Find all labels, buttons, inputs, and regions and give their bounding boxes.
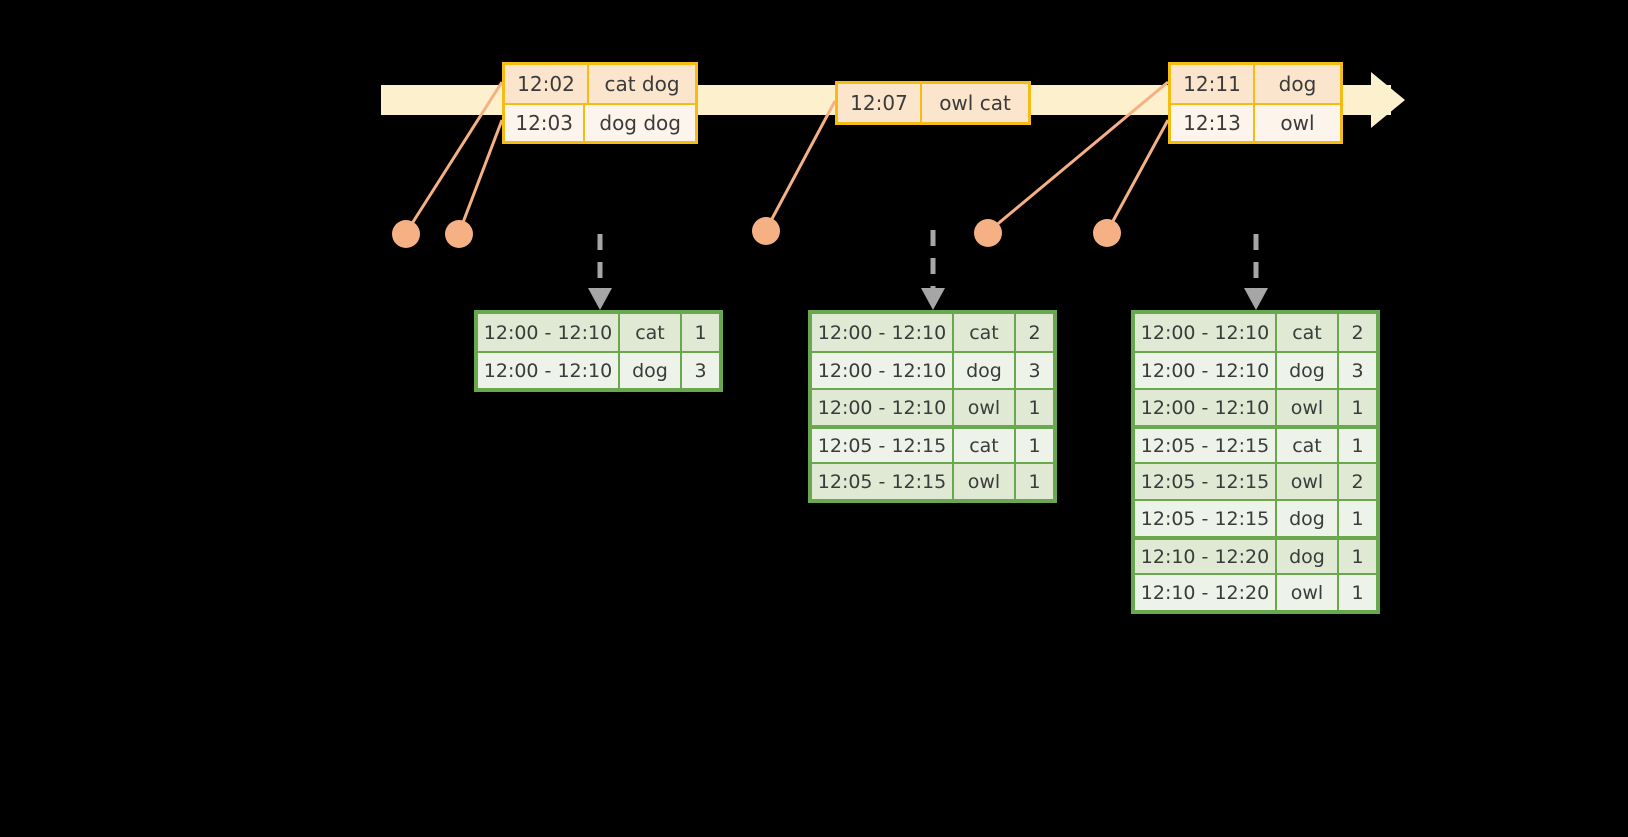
event-words: cat dog [604,72,680,96]
window-cell: 12:05 - 12:15 [1135,464,1277,499]
event-words: dog dog [599,111,681,135]
count-cell: 1 [1351,434,1364,457]
count-cell: 1 [1028,396,1041,419]
event-time: 12:13 [1171,105,1255,141]
connector-line [457,119,504,234]
event-row: 12:07 owl cat [838,84,1028,122]
word-cell: dog [620,353,682,388]
event-words: owl [1280,111,1315,135]
connector-dot [392,220,420,248]
dashed-arrow-head-icon [921,288,945,310]
event-box-3[interactable]: 12:11 dog 12:13 owl [1168,62,1343,144]
count-cell: 1 [1028,434,1041,457]
window-cell: 12:00 - 12:10 [812,390,954,425]
word-cell: cat [1277,429,1339,462]
connector-line [764,100,837,231]
count-cell: 3 [1028,359,1041,382]
window-cell: 12:10 - 12:20 [1135,575,1277,610]
event-words: dog [1278,72,1317,96]
event-time: 12:02 [505,65,589,103]
connector-dot [445,220,473,248]
word-cell: cat [1277,314,1339,351]
word-cell: dog [1277,540,1339,573]
word-cell: dog [954,353,1016,388]
count-cell: 1 [694,321,707,344]
event-time: 12:11 [1171,65,1255,103]
word-cell: cat [954,429,1016,462]
count-cell: 2 [1351,470,1364,493]
count-cell: 1 [1351,581,1364,604]
window-cell: 12:05 - 12:15 [812,464,954,499]
connector-dot [752,217,780,245]
window-cell: 12:00 - 12:10 [1135,353,1277,388]
connector-line [1105,119,1170,233]
window-cell: 12:00 - 12:10 [1135,390,1277,425]
event-row: 12:02 cat dog [505,65,695,103]
word-cell: owl [1277,390,1339,425]
word-cell: owl [954,464,1016,499]
window-cell: 12:10 - 12:20 [1135,540,1277,573]
count-cell: 3 [1351,359,1364,382]
event-box-2[interactable]: 12:07 owl cat [835,81,1031,125]
word-cell: dog [1277,353,1339,388]
event-time: 12:07 [838,84,922,122]
window-cell: 12:05 - 12:15 [1135,501,1277,536]
count-cell: 1 [1351,396,1364,419]
connector-dot [1093,219,1121,247]
connector-dot [974,219,1002,247]
window-cell: 12:05 - 12:15 [812,429,954,462]
word-cell: dog [1277,501,1339,536]
word-cell: owl [1277,575,1339,610]
window-cell: 12:00 - 12:10 [812,353,954,388]
window-cell: 12:00 - 12:10 [478,314,620,351]
count-cell: 1 [1028,470,1041,493]
word-cell: cat [620,314,682,351]
timeline-arrow-head-icon [1371,72,1405,128]
event-box-1[interactable]: 12:02 cat dog 12:03 dog dog [502,62,698,144]
count-cell: 2 [1028,321,1041,344]
window-cell: 12:00 - 12:10 [812,314,954,351]
event-row: 12:11 dog [1171,65,1340,103]
word-cell: cat [954,314,1016,351]
word-cell: owl [954,390,1016,425]
window-cell: 12:05 - 12:15 [1135,429,1277,462]
word-cell: owl [1277,464,1339,499]
count-cell: 1 [1351,507,1364,530]
window-cell: 12:00 - 12:10 [478,353,620,388]
count-cell: 2 [1351,321,1364,344]
window-cell: 12:00 - 12:10 [1135,314,1277,351]
event-time: 12:03 [505,105,586,141]
event-row: 12:03 dog dog [505,103,695,141]
event-row: 12:13 owl [1171,103,1340,141]
count-cell: 1 [1351,545,1364,568]
dashed-arrow-head-icon [1244,288,1268,310]
event-words: owl cat [939,91,1011,115]
dashed-arrow-head-icon [588,288,612,310]
count-cell: 3 [694,359,707,382]
